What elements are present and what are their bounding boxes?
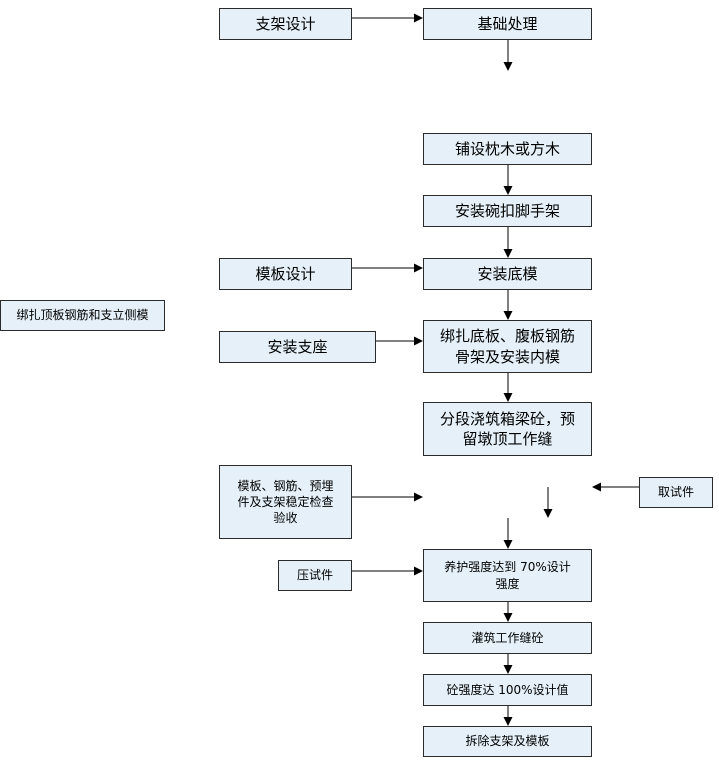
node-segment-pour: 分段浇筑箱梁砼，预 留墩顶工作缝 — [423, 402, 592, 456]
node-strength-100: 砼强度达 100%设计值 — [423, 674, 592, 706]
node-inspection: 模板、钢筋、预埋 件及支架稳定检查 验收 — [219, 465, 352, 539]
node-take-specimen: 取试件 — [639, 477, 713, 508]
node-install-scaffold: 安装碗扣脚手架 — [423, 195, 592, 227]
node-pour-joint: 灌筑工作缝砼 — [423, 622, 592, 654]
node-remove-forms: 拆除支架及模板 — [423, 726, 592, 757]
node-lay-sleepers: 铺设枕木或方木 — [423, 133, 592, 165]
node-tie-top-rebar: 绑扎顶板钢筋和支立侧模 — [0, 300, 165, 331]
node-press-specimen: 压试件 — [278, 560, 352, 591]
node-bracket-design: 支架设计 — [219, 8, 352, 40]
node-formwork-design: 模板设计 — [219, 258, 352, 290]
node-curing: 养护强度达到 70%设计 强度 — [423, 549, 592, 602]
node-install-bottom-form: 安装底模 — [423, 258, 592, 290]
node-tie-bottom-rebar: 绑扎底板、腹板钢筋 骨架及安装内模 — [423, 320, 592, 373]
node-install-bearing: 安装支座 — [219, 331, 376, 363]
node-foundation-treatment: 基础处理 — [423, 8, 592, 40]
